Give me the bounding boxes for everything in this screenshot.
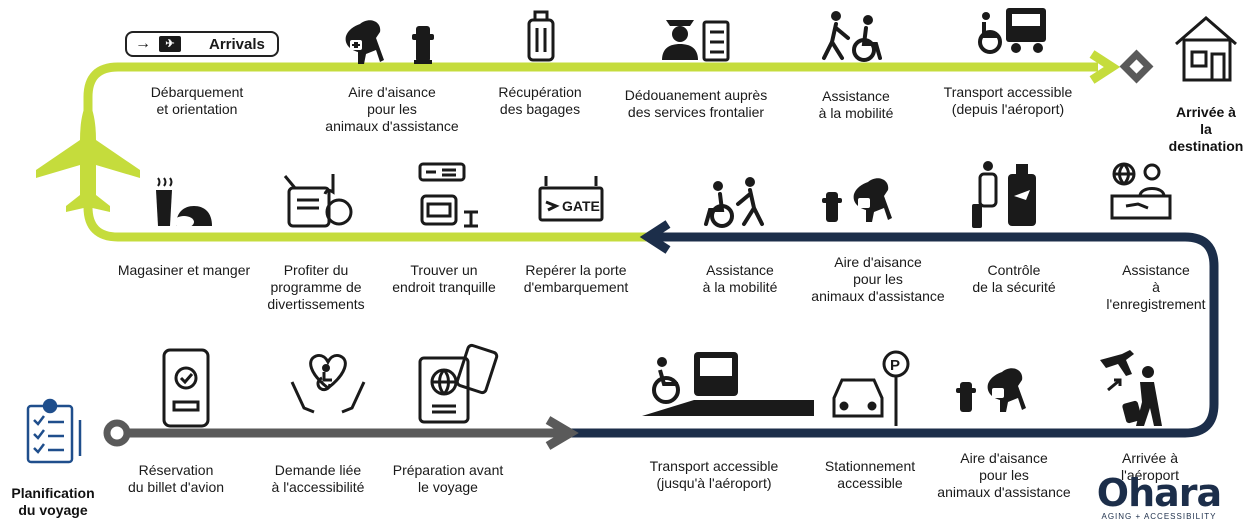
- step-customs-label: Dédouanement auprès des services frontal…: [624, 87, 768, 120]
- airplane-icon: [36, 100, 140, 212]
- path-navy: [565, 232, 1219, 438]
- step-check-in-label: Assistance à l'enregistrement: [1106, 262, 1206, 312]
- step-airport-arrival-label: Arrivée à l'aéroport: [1121, 450, 1179, 483]
- accessibility-hands-icon: [290, 354, 366, 414]
- planning-document-icon: [26, 398, 82, 464]
- accessible-bus-ramp-icon: [642, 352, 814, 416]
- parking-icon: P: [832, 350, 910, 426]
- step-disembark-label: Débarquement et orientation: [150, 84, 244, 117]
- gate-icon: GATE: [538, 176, 604, 222]
- luggage-icon: [527, 10, 555, 62]
- step-relief-area-1-label: Aire d'aisance pour les animaux d'assist…: [325, 84, 459, 134]
- service-dog-hydrant-icon: [345, 20, 434, 64]
- quiet-area-icon: [418, 162, 478, 228]
- step-preparation-label: Préparation avant le voyage: [392, 462, 504, 495]
- wheelchair-assist-icon: [822, 11, 882, 62]
- svg-text:P: P: [890, 357, 900, 374]
- end-node: [1119, 49, 1154, 84]
- step-booking-label: Réservation du billet d'avion: [127, 462, 225, 495]
- arrivals-text: Arrivals: [209, 35, 265, 53]
- phone-booking-icon: [162, 348, 210, 428]
- step-gate-label: Repérer la porte d'embarquement: [523, 262, 629, 295]
- food-icon: [156, 177, 212, 228]
- step-mobility-2-label: Assistance à la mobilité: [702, 262, 778, 295]
- traveler-arrival-icon: [1100, 350, 1162, 426]
- passport-icon: [418, 343, 499, 424]
- step-entertainment-label: Profiter du programme de divertissements: [267, 262, 365, 312]
- accessible-bus-icon: [978, 8, 1046, 54]
- step-security-label: Contrôle de la sécurité: [972, 262, 1056, 295]
- service-dog-hydrant-icon: [956, 368, 1026, 412]
- wheelchair-assist-icon: [704, 177, 764, 228]
- step-quiet-area-label: Trouver un endroit tranquille: [392, 262, 496, 295]
- plane-icon: ✈: [159, 36, 181, 52]
- arrow-navy: [639, 220, 671, 254]
- step-shop-eat-label: Magasiner et manger: [117, 262, 251, 278]
- arrow-grey: [545, 416, 579, 450]
- step-transport-from-label: Transport accessible (depuis l'aéroport): [943, 84, 1073, 117]
- step-relief-area-2-label: Aire d'aisance pour les animaux d'assist…: [811, 254, 945, 304]
- step-baggage-label: Récupération des bagages: [498, 84, 582, 117]
- svg-text:GATE: GATE: [562, 198, 600, 214]
- step-accessibility-request-label: Demande liée à l'accessibilité: [271, 462, 365, 495]
- arrivals-sign-icon: → ✈ Arrivals: [125, 31, 279, 57]
- step-transport-to-label: Transport accessible (jusqu'à l'aéroport…: [649, 458, 779, 491]
- security-check-icon: [972, 161, 1036, 228]
- brand-tagline: AGING + ACCESSIBILITY: [1101, 512, 1217, 521]
- check-in-desk-icon: [1110, 162, 1172, 220]
- brand-name: Ohara: [1096, 471, 1222, 515]
- customs-officer-icon: [662, 20, 730, 62]
- start-label: Planification du voyage: [11, 485, 95, 518]
- service-dog-hydrant-icon: [822, 178, 892, 222]
- step-mobility-1-label: Assistance à la mobilité: [818, 88, 894, 121]
- step-parking-label: Stationnement accessible: [824, 458, 916, 491]
- entertainment-icon: [283, 174, 353, 228]
- ohara-logo: Ohara AGING + ACCESSIBILITY: [1084, 474, 1234, 521]
- end-label: Arrivée à la destination: [1168, 104, 1244, 154]
- arrow-right-icon: →: [135, 35, 151, 52]
- arrow-green: [1089, 50, 1121, 84]
- house-icon: [1175, 16, 1237, 82]
- step-relief-area-3-label: Aire d'aisance pour les animaux d'assist…: [937, 450, 1071, 500]
- start-node: [103, 419, 131, 447]
